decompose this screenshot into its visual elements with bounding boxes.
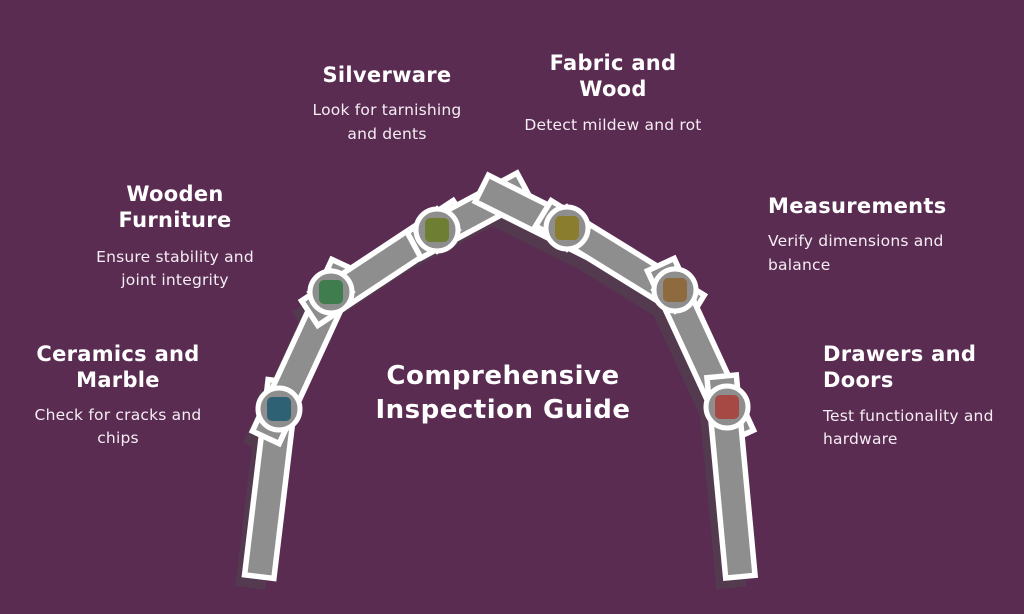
node-marker-silverware: [425, 218, 449, 242]
node-silverware: [413, 206, 461, 254]
node-marker-ceramics: [267, 397, 291, 421]
item-description: Verify dimensions and balance: [768, 232, 944, 274]
item-description: Test functionality and hardware: [823, 406, 994, 449]
item-heading: Measurements: [768, 194, 947, 218]
item-heading: Ceramics and Marble: [36, 342, 200, 393]
node-marker-drawers: [715, 395, 739, 419]
item-silverware: Silverware Look for tarnishing and dents: [277, 62, 497, 146]
item-wooden-furniture: Wooden Furniture Ensure stability and jo…: [70, 181, 280, 292]
node-measurements: [651, 266, 699, 314]
page-title: Comprehensive Inspection Guide: [375, 361, 631, 425]
node-drawers: [703, 383, 751, 431]
node-marker-wooden-furniture: [319, 280, 343, 304]
item-description: Detect mildew and rot: [524, 115, 702, 134]
node-wooden-furniture: [307, 268, 355, 316]
item-measurements: Measurements Verify dimensions and balan…: [768, 193, 1003, 277]
item-ceramics-marble: Ceramics and Marble Check for cracks and…: [18, 341, 218, 450]
arch-nodes: [255, 204, 751, 433]
item-heading: Drawers and Doors: [823, 342, 977, 393]
node-ceramics: [255, 385, 303, 433]
item-description: Look for tarnishing and dents: [312, 101, 462, 143]
node-fabric-wood: [543, 204, 591, 252]
node-marker-fabric-wood: [555, 216, 579, 240]
item-description: Ensure stability and joint integrity: [96, 247, 254, 290]
item-heading: Wooden Furniture: [118, 182, 232, 233]
item-heading: Fabric and Wood: [549, 51, 677, 102]
item-heading: Silverware: [322, 63, 452, 87]
item-drawers-doors: Drawers and Doors Test functionality and…: [823, 341, 1023, 451]
item-description: Check for cracks and chips: [34, 405, 202, 448]
item-fabric-wood: Fabric and Wood Detect mildew and rot: [503, 50, 723, 137]
node-marker-measurements: [663, 278, 687, 302]
